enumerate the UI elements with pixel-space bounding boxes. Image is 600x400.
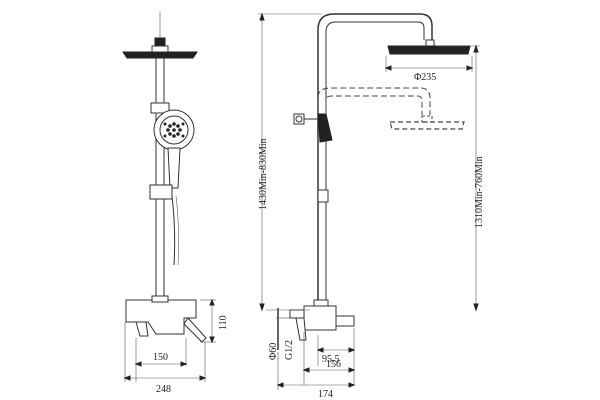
front-view: 150 248 110: [122, 12, 229, 395]
front-riser-pipe: [155, 54, 165, 306]
side-rain-head: [387, 45, 471, 55]
side-riser-outer: [317, 13, 433, 305]
side-lever: [295, 317, 307, 341]
dim-spout-length-label: 156: [326, 359, 341, 370]
front-hose: [171, 195, 176, 266]
dim-head-diameter-label: Φ235: [414, 72, 436, 83]
dim-total-depth-label: 174: [318, 389, 333, 400]
dim-248-label: 248: [156, 384, 171, 395]
front-mixer-body: [125, 299, 197, 335]
side-hand-shower-holder: [317, 113, 333, 143]
front-mixer-lever: [183, 317, 207, 343]
side-slider: [317, 189, 329, 203]
side-riser-min-inner: [325, 95, 423, 115]
front-spray-dots: [163, 122, 185, 138]
front-bracket-top: [150, 102, 170, 114]
dim-pipe-diameter-label: Φ60: [268, 343, 279, 360]
side-riser-min-outer: [317, 87, 431, 115]
front-rain-head: [122, 51, 198, 59]
dim-110-label: 110: [218, 315, 229, 330]
front-spout: [135, 321, 149, 337]
dim-head-height-label: 1310Min-760Min: [474, 156, 485, 228]
dim-150-label: 150: [153, 352, 168, 363]
dim-total-height-label: 1430Min-830Min: [258, 138, 269, 210]
dim-thread-label: G1/2: [284, 340, 295, 360]
front-hand-shower-handle: [167, 147, 181, 189]
side-mixer-body: [303, 305, 337, 331]
front-head-connector: [151, 45, 169, 53]
front-slider-holder: [149, 184, 173, 200]
side-view: 1430Min-830Min Φ235 1310Min-760Min: [258, 12, 485, 400]
side-spout: [335, 315, 355, 327]
side-rain-head-min: [389, 121, 465, 130]
side-riser-inner: [325, 21, 425, 305]
dim-spout-offset-label: 95.5: [322, 354, 340, 365]
